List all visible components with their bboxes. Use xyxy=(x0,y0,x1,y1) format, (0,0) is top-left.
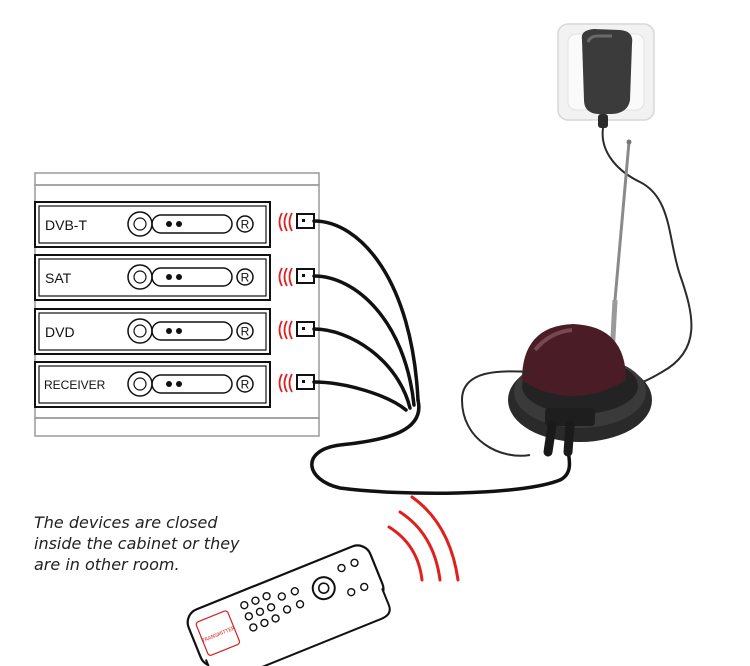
registered-icon xyxy=(236,215,254,233)
caption-line: inside the cabinet or they xyxy=(34,534,240,553)
device-label: SAT xyxy=(45,270,72,286)
device-dvd: DVD R xyxy=(34,308,271,355)
transmitter-window xyxy=(195,610,241,656)
ir-receiver-base xyxy=(508,324,652,457)
registered-icon xyxy=(236,268,254,286)
caption-line: are in other room. xyxy=(34,555,180,574)
device-label: RECEIVER xyxy=(44,378,106,392)
remote-buttons xyxy=(240,558,369,632)
ir-emitter-boxes xyxy=(296,213,315,390)
ir-dome xyxy=(522,324,626,396)
base-lead xyxy=(460,370,531,457)
device-badge: R xyxy=(241,271,250,285)
cabinet xyxy=(34,172,320,437)
registered-icon xyxy=(236,322,254,340)
ir-signal-waves xyxy=(387,495,460,582)
device-label: DVB-T xyxy=(45,217,87,233)
device-receiver: RECEIVER R xyxy=(34,361,271,408)
device-dvb-t: DVB-T R xyxy=(34,201,271,248)
device-badge: R xyxy=(241,218,250,232)
device-badge: R xyxy=(241,378,250,392)
power-adapter xyxy=(581,29,633,128)
caption-line: The devices are closed xyxy=(34,513,218,532)
ir-emitters xyxy=(278,212,293,393)
device-badge: R xyxy=(241,325,250,339)
registered-icon xyxy=(236,375,254,393)
device-sat: SAT R xyxy=(34,254,271,301)
emitter-cables xyxy=(310,219,572,495)
device-label: DVD xyxy=(45,324,75,340)
remote-control[interactable]: TRANSMITTER xyxy=(183,541,394,666)
diagram-caption: The devices are closed inside the cabine… xyxy=(34,512,294,575)
